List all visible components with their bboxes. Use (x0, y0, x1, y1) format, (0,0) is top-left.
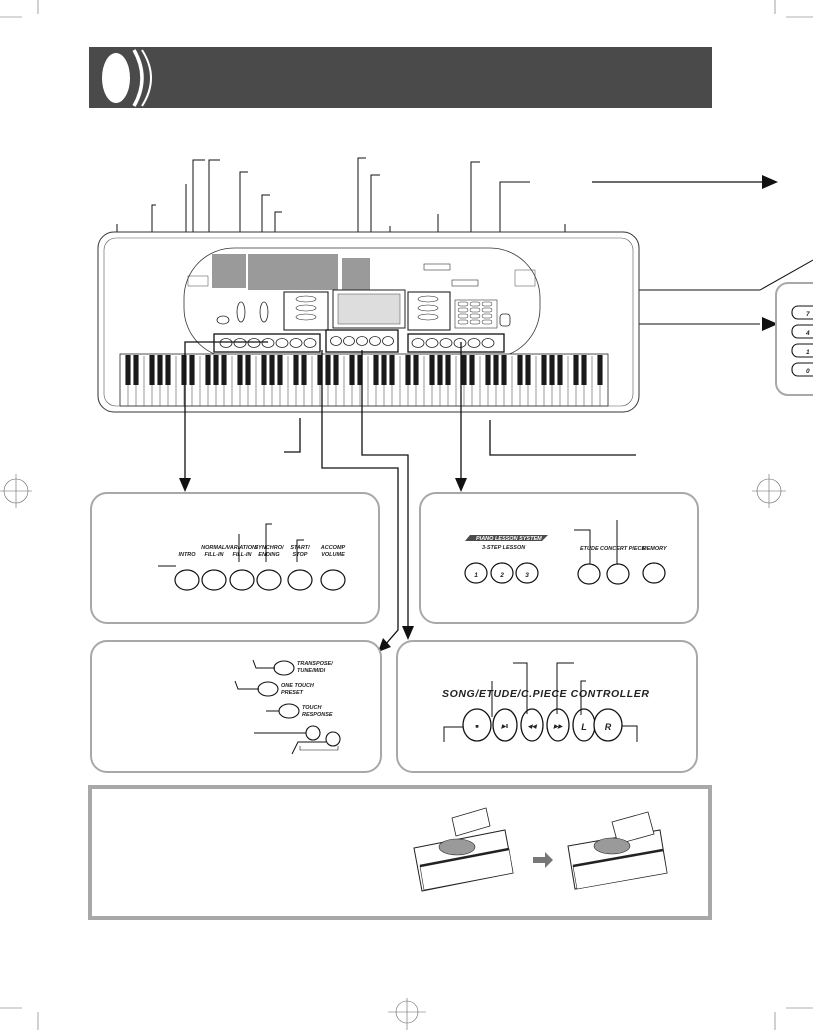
right-icon: R (605, 722, 612, 732)
etude-label: ETUDE (580, 546, 599, 552)
accomp-button-5[interactable] (287, 569, 313, 591)
accompaniment-panel (90, 492, 380, 624)
numpad-key-4-label: 4 (805, 330, 810, 337)
memory-label: MEMORY (642, 546, 668, 552)
panel-button-a[interactable] (305, 725, 321, 741)
accomp-label-6-line2: VOLUME (321, 552, 345, 558)
left-icon: L (581, 722, 587, 732)
piano-keys (125, 355, 603, 406)
numpad-key-1[interactable] (791, 343, 813, 358)
routing-arrows (179, 478, 467, 652)
transpose-label-1: TRANSPOSE/ (297, 661, 334, 667)
highlight-boxes (213, 329, 505, 353)
one-touch-preset-button[interactable] (257, 681, 279, 697)
transpose-button[interactable] (273, 660, 295, 676)
accomp-label-6-line1: ACCOMP (320, 545, 346, 551)
routing-lines (184, 341, 636, 646)
lesson-step-1-label: 1 (474, 572, 478, 579)
accomp-button-2[interactable] (201, 569, 227, 591)
one-touch-label-1: ONE TOUCH (281, 683, 315, 689)
fast-forward-icon: ▶▶ (553, 724, 563, 730)
keybed (119, 353, 609, 407)
keyboard-thumbnail-before (413, 807, 514, 892)
song-controller-panel: SONG/ETUDE/C.PIECE CONTROLLER ■ ▶‖ ◀◀ ▶▶ L R (396, 640, 698, 773)
accomp-button-4[interactable] (256, 569, 282, 591)
lesson-system-subtitle: 3-STEP LESSON (482, 545, 526, 551)
one-touch-label-2: PRESET (281, 690, 304, 696)
numpad-thumbnail (457, 301, 493, 325)
lesson-system-title: PIANO LESSON SYSTEM (476, 536, 542, 542)
song-controller-title: SONG/ETUDE/C.PIECE CONTROLLER (442, 688, 650, 700)
panel-button-b[interactable] (325, 731, 341, 747)
rewind-button[interactable] (520, 708, 544, 742)
stop-icon: ■ (475, 724, 478, 730)
concert-piece-button[interactable] (606, 563, 630, 585)
accomp-button-1[interactable] (174, 569, 200, 591)
accomp-label-1-line1: INTRO (178, 552, 196, 558)
accomp-label-4-line1: SYNCHRO/ (254, 545, 285, 551)
numpad-key-4[interactable] (791, 324, 813, 339)
tip-box (88, 785, 712, 920)
touch-response-button[interactable] (278, 703, 300, 719)
lesson-step-1-button[interactable] (464, 562, 488, 584)
accomp-label-3-line2: FILL-IN (233, 552, 253, 558)
numpad-key-7[interactable] (791, 305, 813, 320)
console-buttons (219, 295, 495, 348)
accomp-label-5-line2: STOP (293, 552, 308, 558)
lesson-step-2-button[interactable] (490, 562, 514, 584)
accomp-label-5-line1: START/ (290, 545, 311, 551)
keyboard-thumbnail-after (567, 811, 668, 890)
accomp-button-3[interactable] (229, 569, 255, 591)
right-button[interactable] (593, 708, 623, 742)
lesson-step-3-label: 3 (525, 572, 529, 579)
accomp-label-2-line2: FILL-IN (205, 552, 225, 558)
transition-arrow (533, 852, 553, 868)
arrow-heads (592, 175, 778, 331)
numpad-key-0[interactable] (791, 362, 813, 377)
stop-button[interactable] (462, 708, 492, 742)
etude-button[interactable] (577, 563, 601, 585)
play-pause-button[interactable] (492, 708, 518, 742)
accomp-label-2-line1: NORMAL/ (201, 545, 228, 551)
touch-response-label-2: RESPONSE (302, 712, 333, 718)
touch-response-label-1: TOUCH (302, 705, 322, 711)
transpose-panel: TRANSPOSE/ TUNE/MIDI ONE TOUCH PRESET TO… (90, 640, 382, 773)
rewind-icon: ◀◀ (528, 724, 538, 730)
lesson-step-3-button[interactable] (515, 562, 539, 584)
play-pause-icon: ▶‖ (501, 724, 509, 730)
transpose-label-2: TUNE/MIDI (297, 668, 326, 674)
lesson-panel: PIANO LESSON SYSTEM 3-STEP LESSON 1 2 3 ET… (419, 492, 699, 624)
numpad-key-0-label: 0 (806, 368, 810, 375)
accomp-button-6[interactable] (320, 569, 346, 591)
fast-forward-button[interactable] (546, 708, 570, 742)
accomp-label-3-line1: VARIATION/ (227, 545, 259, 551)
numpad-peek: 7 4 1 0 (775, 282, 813, 396)
lesson-step-2-label: 2 (499, 572, 504, 579)
header-band (89, 47, 712, 108)
numpad-key-7-label: 7 (806, 311, 810, 318)
memory-button[interactable] (642, 562, 666, 584)
accomp-label-4-line2: ENDING (258, 552, 280, 558)
numpad-key-1-label: 1 (806, 349, 810, 356)
concert-piece-label: CONCERT PIECE (600, 546, 645, 552)
